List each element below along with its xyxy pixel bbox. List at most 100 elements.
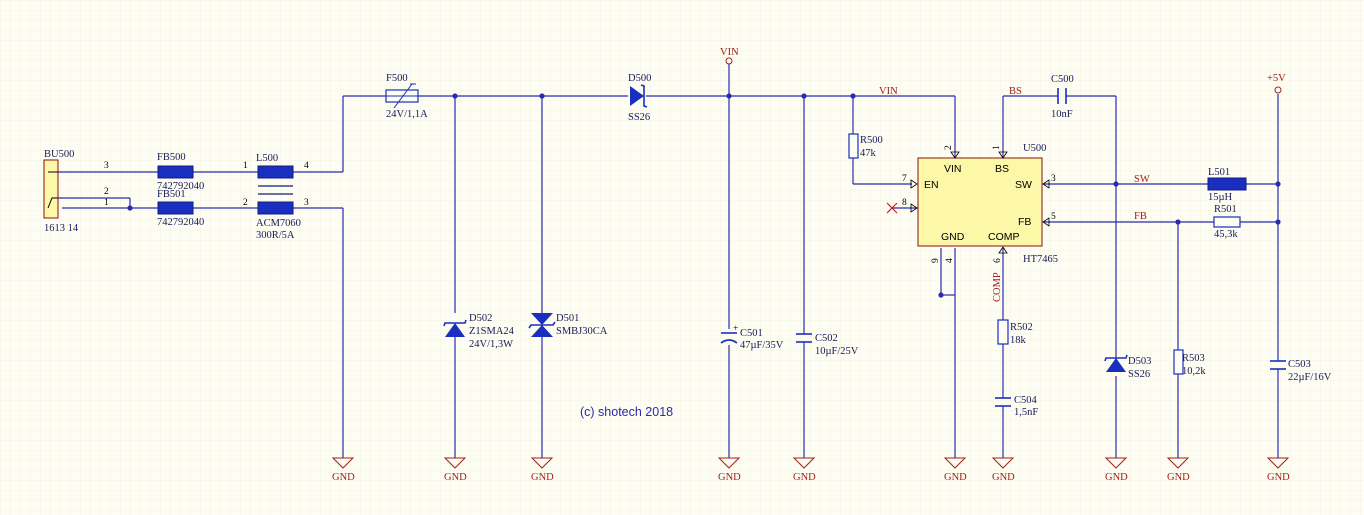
polarity-mark: +	[733, 324, 738, 334]
ic-pin-number-6: 6	[993, 258, 1003, 263]
capacitor-c500-value: 10nF	[1051, 109, 1073, 120]
ic-ref: U500	[1023, 143, 1046, 154]
ferrite-fb501[interactable]: FB501 742792040	[157, 189, 204, 228]
ic-pin-gnd-label: GND	[941, 231, 965, 243]
connector-bu500[interactable]: BU500 1613 14 3 2 1	[43, 149, 109, 234]
ferrite-fb500-ref: FB500	[157, 152, 186, 163]
resistor-r503[interactable]: R503 10,2k	[1173, 349, 1206, 377]
ic-pin-arrow	[1042, 179, 1050, 189]
ic-pin-number-2: 2	[944, 145, 954, 150]
capacitor-c501-value: 47µF/35V	[740, 340, 784, 351]
power-label-5v: +5V	[1267, 73, 1286, 84]
ground-label: GND	[1267, 472, 1290, 483]
capacitor-c503-ref: C503	[1288, 359, 1311, 370]
fuse-value: 24V/1,1A	[386, 109, 428, 120]
ground-label: GND	[793, 472, 816, 483]
tvs-d501[interactable]: D501 SMBJ30CA	[528, 313, 608, 337]
capacitor-c501[interactable]: + C501 47µF/35V	[720, 324, 784, 351]
ground-label: GND	[992, 472, 1015, 483]
tvs-d502[interactable]: D502 Z1SMA24 24V/1,3W	[443, 313, 515, 350]
diode-d500-value: SS26	[628, 112, 650, 123]
power-port-vin: VIN	[720, 47, 739, 65]
ic-pin-arrow	[950, 151, 960, 159]
inductor-l501[interactable]: L501 15µH	[1207, 167, 1247, 203]
resistor-r501[interactable]: R501 45,3k	[1213, 204, 1241, 240]
ground-symbol: GND	[1166, 457, 1190, 483]
net-label-sw: SW	[1134, 174, 1150, 185]
choke-ref: L500	[256, 153, 278, 164]
choke-pin-1: 1	[243, 161, 248, 171]
inductor-value: 15µH	[1208, 192, 1233, 203]
diode-d500[interactable]: D500 SS26	[628, 73, 651, 123]
capacitor-c502-value: 10µF/25V	[815, 346, 859, 357]
net-label-fb: FB	[1134, 211, 1147, 222]
ground-symbol: GND	[943, 457, 967, 483]
ic-pin-comp-label: COMP	[988, 231, 1020, 243]
ic-pin-number-8: 8	[902, 198, 907, 208]
ic-pin-number-1: 1	[992, 145, 1002, 150]
resistor-r500[interactable]: R500 47k	[848, 133, 883, 159]
resistor-r503-value: 10,2k	[1182, 366, 1206, 377]
connector-ref: BU500	[44, 149, 74, 160]
resistor-r503-ref: R503	[1182, 353, 1205, 364]
choke-pin-3: 3	[304, 198, 309, 208]
choke-pin-2: 2	[243, 198, 248, 208]
ic-pin-number-4: 4	[945, 258, 955, 263]
net-label-vin: VIN	[879, 86, 898, 97]
ground-symbol: GND	[1104, 457, 1128, 483]
connector-pin-3: 3	[104, 161, 109, 171]
ground-label: GND	[332, 472, 355, 483]
resistor-r501-value: 45,3k	[1214, 229, 1238, 240]
wires	[58, 64, 1279, 458]
diode-d503[interactable]: D503 SS26	[1104, 354, 1151, 380]
ic-pin-fb-label: FB	[1018, 216, 1031, 228]
diode-d503-value: SS26	[1128, 369, 1150, 380]
ground-symbol: GND	[991, 457, 1015, 483]
ground-label: GND	[1105, 472, 1128, 483]
capacitor-c502[interactable]: C502 10µF/25V	[796, 333, 859, 357]
choke-value: ACM7060	[256, 218, 301, 229]
ground-symbol: GND	[530, 457, 554, 483]
ferrite-fb500[interactable]: FB500 742792040	[157, 152, 204, 192]
ic-pin-number-9: 9	[931, 258, 941, 263]
capacitor-c504[interactable]: C504 1,5nF	[995, 395, 1038, 418]
resistor-r502[interactable]: R502 18k	[997, 319, 1033, 346]
ic-pin-arrow	[910, 203, 918, 213]
ground-label: GND	[944, 472, 967, 483]
capacitor-c503-value: 22µF/16V	[1288, 372, 1332, 383]
resistor-r500-value: 47k	[860, 148, 877, 159]
ferrite-fb501-ref: FB501	[157, 189, 186, 200]
ic-pin-number-3: 3	[1051, 174, 1056, 184]
ic-pin-bs-label: BS	[995, 163, 1009, 175]
ic-pin-number-7: 7	[902, 174, 907, 184]
ic-pin-arrow	[998, 151, 1008, 159]
capacitor-c503[interactable]: C503 22µF/16V	[1270, 359, 1332, 383]
tvs-d502-rating: 24V/1,3W	[469, 339, 513, 350]
ic-u500[interactable]: VIN BS EN SW FB GND COMP U500 HT7465 2 1…	[902, 143, 1058, 265]
capacitor-c500[interactable]: C500 10nF	[1051, 74, 1074, 120]
connector-pin-2: 2	[104, 187, 109, 197]
fuse-f500[interactable]: F500 24V/1,1A	[385, 73, 428, 120]
ic-pin-sw-label: SW	[1015, 179, 1032, 191]
junction-dots	[127, 93, 1281, 298]
ground-symbol: GND	[443, 457, 467, 483]
tvs-d502-ref: D502	[469, 313, 492, 324]
power-port-5v: +5V	[1267, 73, 1286, 94]
ground-label: GND	[444, 472, 467, 483]
connector-pin-1: 1	[104, 198, 109, 208]
ground-label: GND	[718, 472, 741, 483]
no-connect-marker	[886, 202, 898, 214]
connector-value: 1613 14	[44, 223, 79, 234]
capacitor-c504-value: 1,5nF	[1014, 407, 1038, 418]
ic-part: HT7465	[1023, 254, 1058, 265]
ic-pin-arrow	[1042, 217, 1050, 227]
resistor-r502-ref: R502	[1010, 322, 1033, 333]
common-mode-choke-l500[interactable]: L500 ACM7060 300R/5A 1 4 2 3	[243, 153, 309, 241]
resistor-r502-value: 18k	[1010, 335, 1027, 346]
ic-pin-en-label: EN	[924, 179, 939, 191]
ground-symbol: GND	[717, 457, 741, 483]
capacitor-c501-ref: C501	[740, 328, 763, 339]
net-label-bs: BS	[1009, 86, 1022, 97]
